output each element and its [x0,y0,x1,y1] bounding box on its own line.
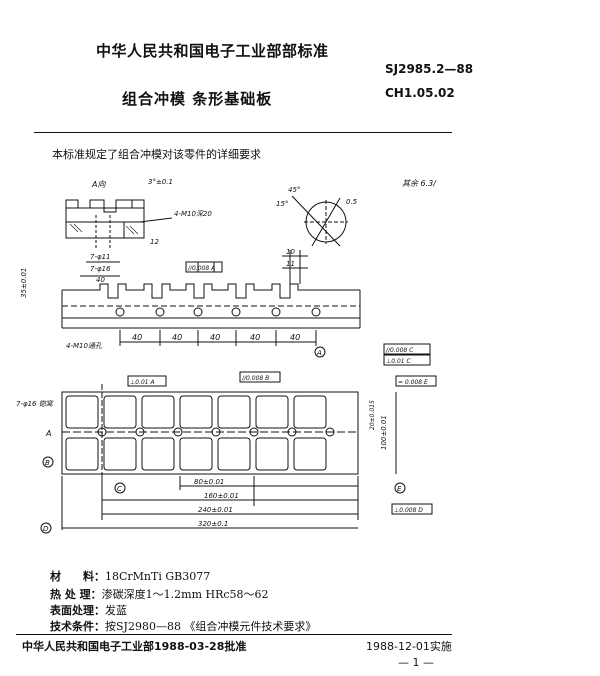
meta-heat-treatment: 热 处 理：渗碳深度1～1.2mm HRc58～62 [50,588,269,601]
dim-12: 12 [150,238,159,246]
dim-side: 35±0.01 [20,268,28,298]
pitch-2: 40 [172,333,182,342]
svg-text:⊥0.008 D: ⊥0.008 D [394,507,423,514]
meta-surface: 表面处理：发蓝 [50,604,127,617]
meta-material: 材 料：18CrMnTi GB3077 [50,570,211,583]
section-label: A向 [91,180,106,189]
chamfer-05: 0.5 [346,198,358,206]
dim-100: 100±0.01 [380,415,388,450]
front-view [61,250,361,346]
svg-text:D: D [43,525,49,533]
org-title: 中华人民共和国电子工业部部标准 [96,42,329,60]
gdt-frame-right-2 [395,375,437,387]
pitch-5: 40 [290,333,300,342]
svg-text://0.008 B: //0.008 B [241,375,269,382]
hole-note: 7-φ16 [90,265,111,273]
dim-80: 80±0.01 [194,478,224,486]
hole-note-3: 7-φ16 锪窝 [16,400,54,408]
header-rule [34,132,452,133]
section-view [65,199,145,277]
footer-rule [16,634,452,635]
gdt-frame-flat-2 [239,371,281,383]
pitch-3: 40 [210,333,220,342]
svg-text:B: B [45,459,50,467]
dim-20: 20±0.015 [369,400,376,430]
svg-text:3°±0.1: 3°±0.1 [148,178,173,186]
roughness-note: 其余 6.3/ [402,179,437,188]
pitch-1: 40 [132,333,142,342]
technical-drawing: A向 3°±0.1 4-M10深20 12 7-φ11 7-φ16 40 15°… [16,178,437,534]
plan-view [61,384,359,530]
svg-text:⊥0.01 A: ⊥0.01 A [130,379,155,386]
datum-a: A [316,349,322,357]
detail-view [291,195,348,247]
svg-text:E: E [397,485,402,493]
svg-text:= 0.008 E: = 0.008 E [398,379,428,386]
standard-code: CH1.05.02 [385,86,455,100]
hole-note-2: 7-φ11 [90,253,111,261]
approval-text: 中华人民共和国电子工业部1988-03-28批准 [22,640,247,653]
dim-320: 320±0.1 [198,520,228,528]
svg-text:C: C [117,485,122,493]
angle-15: 15° [276,200,288,208]
dim-11: 11 [286,260,295,268]
gdt-frame-flat-1 [185,261,223,273]
implementation-date: 1988-12-01实施 [366,640,452,653]
dim-240: 240±0.01 [198,506,233,514]
document-title: 组合冲模 条形基础板 [122,90,273,108]
counterbore-note: 4-M10通孔 [66,342,103,350]
page-number: — 1 — [398,656,434,669]
gdt-frame-perp [127,375,167,387]
svg-text://0.008 C: //0.008 C [385,347,414,354]
dim-10: 10 [286,248,295,256]
svg-text:A: A [45,429,51,438]
meta-technical-conditions: 技术条件：按SJ2980—88 《组合冲模元件技术要求》 [50,620,317,633]
pitch-4: 40 [250,333,260,342]
gdt-frame-bottom [391,503,433,515]
dim-160: 160±0.01 [204,492,239,500]
svg-text:⊥0.01 C: ⊥0.01 C [386,358,411,365]
dim-40-top: 40 [96,276,105,284]
gdt-frame-right-1 [383,343,431,366]
tap-note: 4-M10深20 [174,210,212,218]
svg-text://0.008 A: //0.008 A [187,265,215,272]
scope-text: 本标准规定了组合冲模对该零件的详细要求 [52,148,261,161]
standard-number: SJ2985.2—88 [385,62,474,76]
angle-45: 45° [288,186,300,194]
